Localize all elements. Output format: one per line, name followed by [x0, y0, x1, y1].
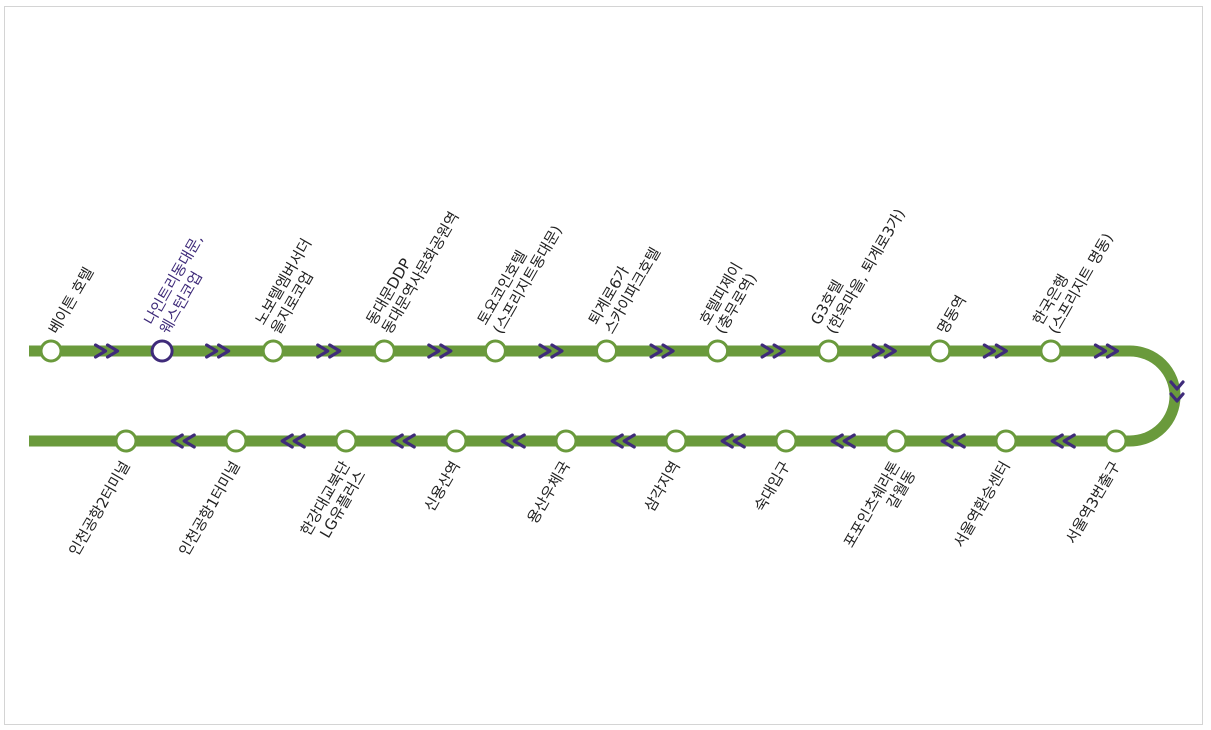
arrow-left-icon [500, 433, 514, 449]
arrow-left-icon [720, 433, 734, 449]
station-marker [884, 429, 908, 453]
station-name: 서울역3번출구 [1062, 458, 1124, 547]
station-label: 삼각지역 [641, 458, 684, 515]
station-marker [554, 429, 578, 453]
station-label: 서울역3번출구 [1062, 458, 1124, 547]
station-name: 인천공항2터미널 [65, 458, 134, 559]
direction-arrows [93, 343, 1120, 449]
station-marker [444, 429, 468, 453]
arrow-right-icon [661, 343, 675, 359]
station-marker [664, 429, 688, 453]
station-marker [483, 339, 507, 363]
current-station-marker [150, 339, 174, 363]
arrow-right-icon [105, 343, 120, 359]
station-name: 명동역 [934, 292, 970, 337]
station-label: 숙대입구 [751, 458, 794, 515]
arrow-left-icon [842, 433, 856, 449]
arrow-right-icon [982, 343, 996, 359]
station-marker [994, 429, 1018, 453]
station-name: (한옥마을, 퇴계로3가) [823, 206, 909, 337]
arrow-left-icon [170, 433, 184, 449]
arrow-right-icon [871, 343, 885, 359]
arrow-right-icon [883, 343, 897, 359]
arrow-right-icon [93, 343, 108, 359]
arrow-right-icon [538, 343, 552, 359]
arrow-left-icon [732, 433, 746, 449]
station-label: 서울역환승센터 [950, 458, 1014, 551]
arrow-right-icon [328, 343, 342, 359]
station-label: 인천공항1터미널 [175, 458, 244, 559]
turn-arrow [1169, 392, 1185, 403]
arrow-left-icon [182, 433, 196, 449]
route-line [29, 345, 1181, 447]
station-name: 베이튼 호텔 [45, 264, 97, 337]
stations [39, 339, 1128, 453]
arrow-left-icon [402, 433, 416, 449]
turn-arrows [1169, 380, 1185, 403]
arrow-left-icon [512, 433, 526, 449]
arrow-right-icon [1093, 343, 1108, 359]
arrow-right-icon [427, 343, 441, 359]
station-marker [817, 339, 841, 363]
station-label: 나인트리동대문,웨스턴코업 [140, 231, 206, 337]
arrow-left-icon [1050, 433, 1064, 449]
arrow-right-icon [760, 343, 774, 359]
arrow-left-icon [830, 433, 844, 449]
station-marker [1039, 339, 1063, 363]
arrow-right-icon [439, 343, 453, 359]
station-label: 인천공항2터미널 [65, 458, 134, 559]
station-label: 호텔피제이(충무로역) [696, 259, 761, 337]
station-name: 인천공항1터미널 [175, 458, 244, 559]
route-map-frame [4, 6, 1203, 725]
arrow-left-icon [610, 433, 624, 449]
station-label: 명동역 [934, 292, 970, 337]
station-marker [261, 339, 285, 363]
arrow-left-icon [390, 433, 404, 449]
station-name: 용산우체국 [524, 458, 574, 527]
station-label: 한국은행(스프리지트 명동) [1029, 230, 1117, 337]
station-marker [334, 429, 358, 453]
station-label: G3호텔(한옥마을, 퇴계로3가) [807, 206, 909, 337]
station-marker [774, 429, 798, 453]
station-name: 숙대입구 [751, 458, 794, 515]
station-marker [224, 429, 248, 453]
arrow-right-icon [205, 343, 219, 359]
arrow-right-icon [994, 343, 1008, 359]
arrow-left-icon [952, 433, 966, 449]
station-label: 용산우체국 [524, 458, 574, 527]
arrow-right-icon [1105, 343, 1120, 359]
turn-arrow [1169, 380, 1185, 391]
arrow-left-icon [1062, 433, 1076, 449]
station-marker [706, 339, 730, 363]
arrow-left-icon [940, 433, 954, 449]
station-name: 삼각지역 [641, 458, 684, 515]
station-name: 신용산역 [421, 458, 464, 515]
station-marker [1104, 429, 1128, 453]
station-marker [39, 339, 63, 363]
arrow-right-icon [772, 343, 786, 359]
station-marker [928, 339, 952, 363]
station-marker [114, 429, 138, 453]
station-marker [372, 339, 396, 363]
arrow-left-icon [292, 433, 306, 449]
arrow-right-icon [649, 343, 663, 359]
station-marker [595, 339, 618, 363]
station-label: 토요코인호텔(스프리지트동대문) [474, 222, 566, 337]
arrow-left-icon [280, 433, 294, 449]
station-label: 베이튼 호텔 [45, 264, 97, 337]
arrow-right-icon [217, 343, 231, 359]
station-name: 서울역환승센터 [950, 458, 1014, 551]
arrow-right-icon [550, 343, 564, 359]
arrow-left-icon [622, 433, 636, 449]
arrow-right-icon [316, 343, 330, 359]
station-label: 신용산역 [421, 458, 464, 515]
